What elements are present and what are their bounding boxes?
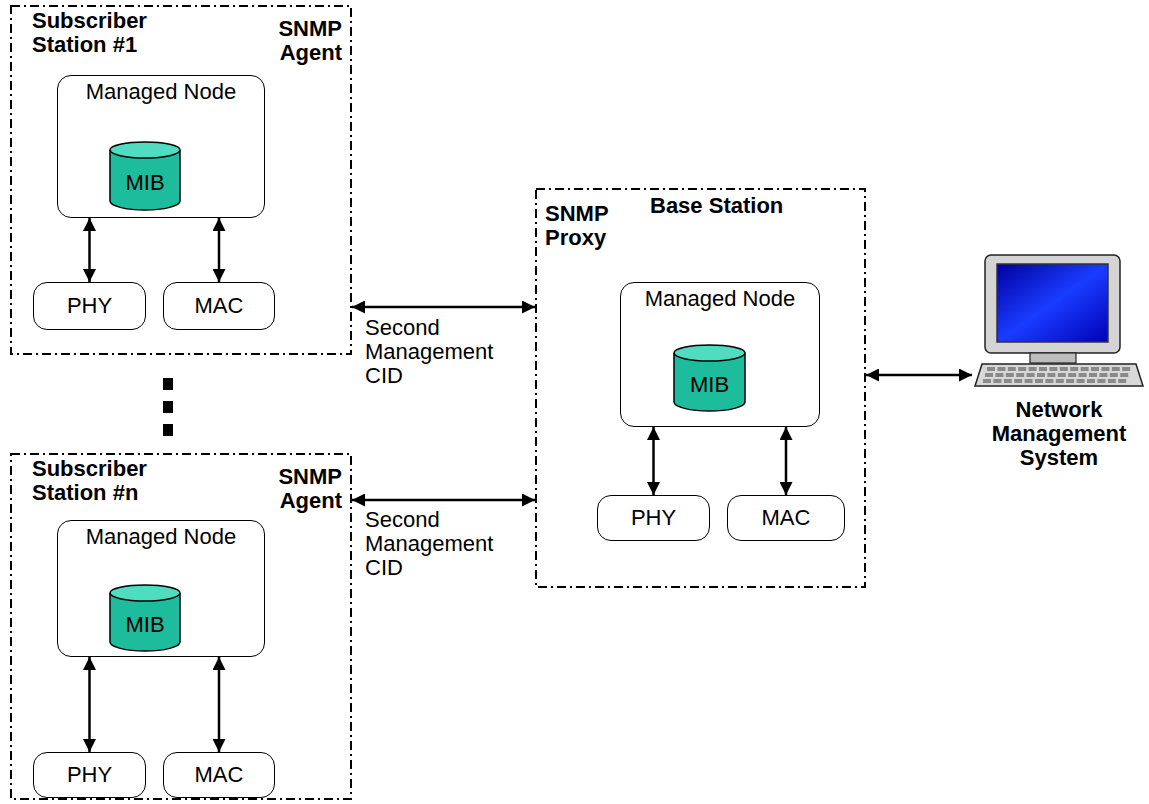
subscriber-station: MIB Managed NodePHY MAC Subscriber Station … [10,453,352,800]
connector-arrow [352,499,535,502]
node-label: Managed Node [621,283,819,311]
node-label: PHY [67,294,112,318]
node-label: Managed Node [58,76,264,104]
phy-box: PHY [33,752,146,798]
connector-arrow [218,218,221,282]
connector-label: Second Management CID [365,508,515,581]
continuation-dots [163,378,173,436]
node-label: MAC [762,506,811,530]
node-label: MIB [690,359,729,397]
mac-box: MAC [163,282,275,330]
connector-arrow [88,218,91,282]
phy-box: PHY [33,282,146,330]
node-label: Managed Node [58,521,264,549]
node-label: MAC [195,763,244,787]
mac-box: MAC [727,495,845,541]
node-label: SNMP Agent [262,17,342,65]
node-label: SNMP Agent [262,465,342,513]
node-label: Subscriber Station #n [32,457,182,505]
node-label: MIB [125,157,164,195]
connector-arrow [352,306,535,309]
node-label: Base Station [650,194,820,218]
network-management-system: Network Management System [972,252,1146,484]
node-label: Network Management System [972,398,1146,471]
node-label: SNMP Proxy [545,202,625,250]
mac-box: MAC [163,752,275,798]
mib-database: MIB [673,344,746,412]
base-station: MIB Managed NodePHY MAC Base Station SNMP Pr… [535,188,866,588]
node-label: MIB [125,599,164,637]
computer-icon [972,252,1146,392]
node-label: MAC [195,294,244,318]
phy-box: PHY [597,495,710,541]
connector-arrow [88,657,91,752]
connector-arrow [652,427,655,495]
connector-arrow [218,657,221,752]
managed-node: MIB Managed Node [57,75,265,218]
mib-database: MIB [109,584,181,652]
node-label: PHY [631,506,676,530]
mib-database: MIB [109,141,181,211]
subscriber-station: MIB Managed NodePHY MAC Subscriber Station … [10,5,352,355]
connector-label: Second Management CID [365,316,515,389]
managed-node: MIB Managed Node [620,282,820,427]
connector-arrow [785,427,788,495]
node-label: Subscriber Station #1 [32,9,182,57]
managed-node: MIB Managed Node [57,520,265,657]
connector-arrow [866,374,972,377]
node-label: PHY [67,763,112,787]
